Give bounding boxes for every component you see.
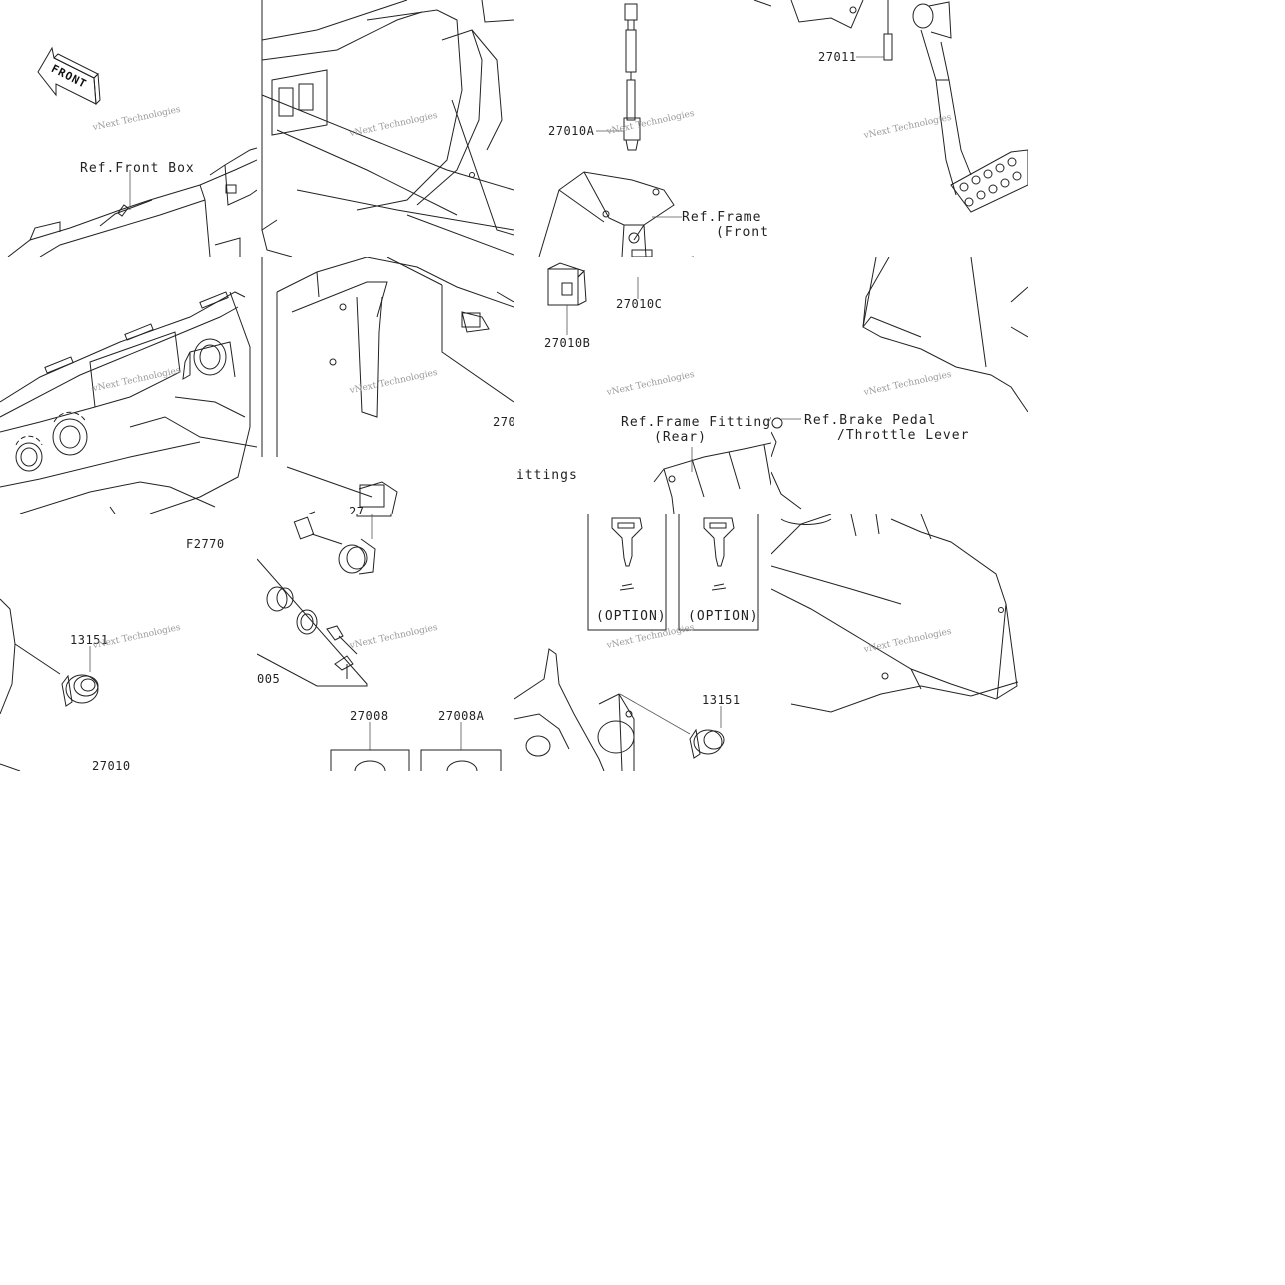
part-27008: 27008: [350, 709, 389, 723]
tile-switch-front: 27010A Ref.Frame F (Front) vNext Technol…: [514, 0, 771, 257]
brake-pedal-drawing: [790, 0, 1028, 213]
switch-front-drawing: [538, 0, 771, 257]
part-27010: 27010: [92, 759, 131, 771]
tile-option-keys: (OPTION) (OPTION) 13151 vNext Technologi…: [514, 514, 771, 771]
socket-left-drawing: [0, 598, 99, 771]
dashboard-sockets-drawing: [0, 291, 257, 514]
switch-rear-drawing: [547, 262, 771, 514]
part-27011: 27011: [818, 50, 857, 64]
tile-front-box: Ref.Front Box vNext Technologies FRONT: [0, 0, 257, 257]
tile-key-switch: 005 27008 27008A vNext Technologies: [257, 514, 514, 771]
tile-switch-rear: 27010C 27010B Ref.Frame Fittings (Rear) …: [514, 257, 771, 514]
key-switch-drawing: [257, 514, 502, 771]
tile-dashboard-top: vNext Technologies: [257, 0, 514, 257]
brake-throttle-drawing: [771, 257, 1028, 510]
ref-brake-pedal-line1: Ref.Brake Pedal: [804, 413, 937, 428]
tile-brake-throttle: Ref.Brake Pedal /Throttle Lever vNext Te…: [771, 257, 1028, 514]
part-27010B: 27010B: [544, 336, 591, 350]
option-keys-drawing: [514, 514, 759, 771]
part-27-partial: 27: [349, 505, 365, 514]
ref-fittings-partial: ittings: [516, 468, 578, 483]
tile-socket-left: F2770 13151 27010 vNext Technologies: [0, 514, 257, 771]
part-13151-left: 13151: [70, 633, 109, 647]
option-label-1: (OPTION): [596, 609, 667, 624]
tile-fender: vNext Technologies: [771, 514, 1028, 771]
ref-frame-front-line2: (Front): [716, 225, 771, 240]
fender-drawing: [771, 514, 1019, 713]
part-27010C: 27010C: [616, 297, 663, 311]
part-13151-right: 13151: [702, 693, 741, 707]
ref-brake-pedal-line2: /Throttle Lever: [837, 428, 970, 443]
part-270-partial: 270: [493, 415, 514, 429]
tile-dashboard-sockets: vNext Technologies: [0, 257, 257, 514]
dashboard-top-drawing: [261, 0, 514, 257]
ref-front-box-label: Ref.Front Box: [80, 161, 195, 176]
figure-code: F2770: [186, 537, 225, 551]
option-label-2: (OPTION): [688, 609, 759, 624]
ref-frame-front-line1: Ref.Frame F: [682, 210, 771, 225]
part-27008A: 27008A: [438, 709, 485, 723]
side-panel-drawing: [261, 257, 514, 514]
part-27010A: 27010A: [548, 124, 595, 138]
front-arrow-icon: [37, 46, 101, 106]
tile-brake-pedal: 27011 vNext Technologies: [771, 0, 1028, 257]
tile-side-panel: 270 27 vNext Technologies: [257, 257, 514, 514]
front-box-drawing: [7, 46, 257, 257]
ref-frame-rear-line2: (Rear): [654, 430, 707, 445]
part-005-partial: 005: [257, 672, 281, 686]
ref-frame-rear-line1: Ref.Frame Fittings: [621, 415, 771, 430]
